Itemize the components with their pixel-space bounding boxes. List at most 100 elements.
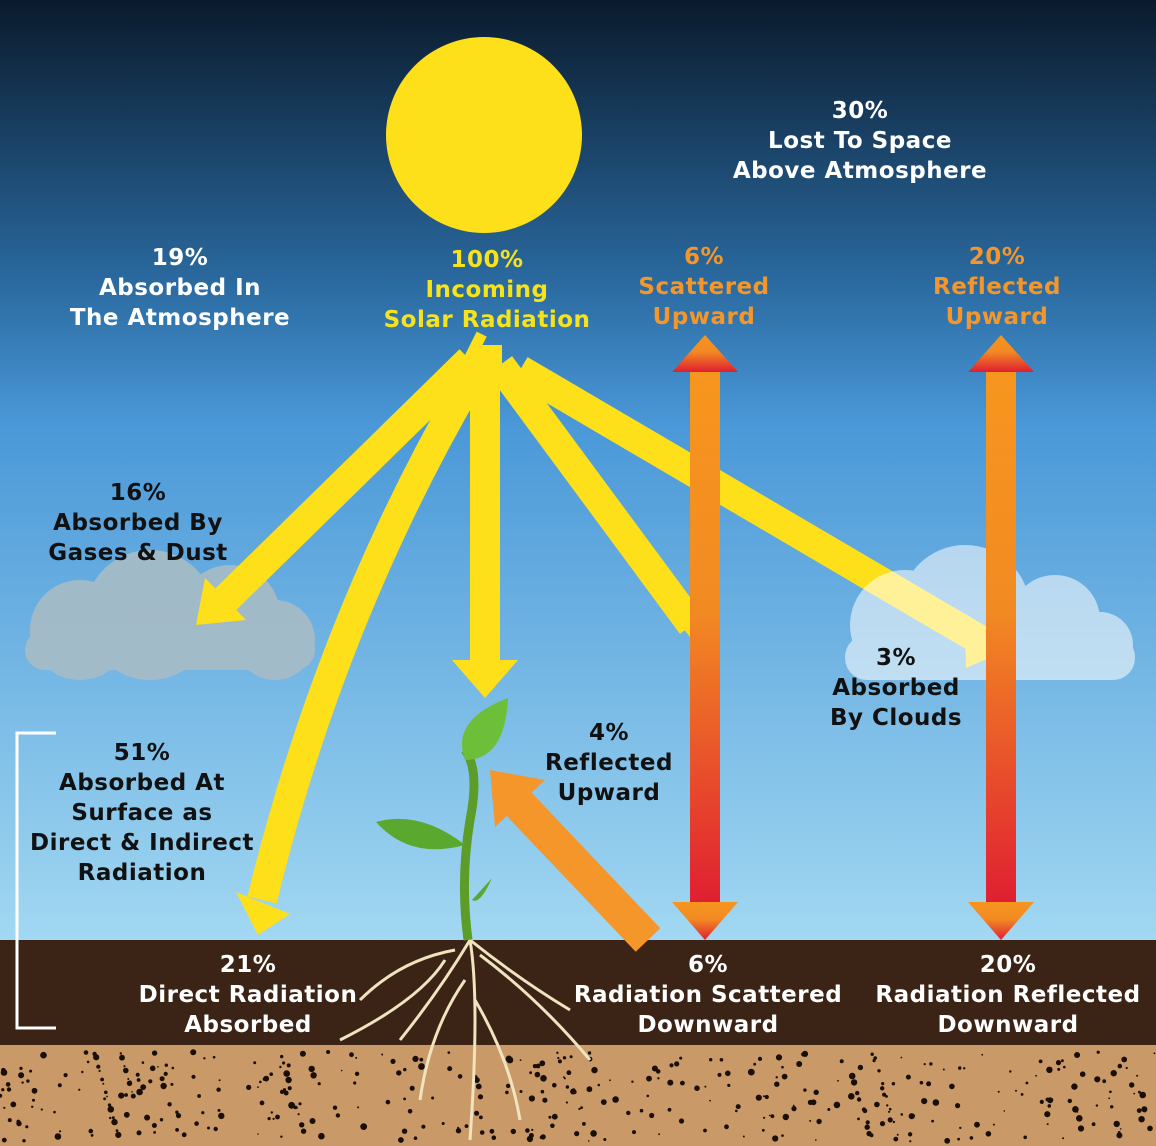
ground-dot <box>1063 1065 1066 1069</box>
ground-dot <box>709 1099 711 1102</box>
ground-dot <box>848 1072 856 1080</box>
ground-dot <box>556 1051 559 1055</box>
ground-dot <box>569 1055 573 1059</box>
ground-dot <box>357 1106 360 1109</box>
ground-dot <box>355 1056 358 1059</box>
ground-dot <box>781 1134 784 1137</box>
ground-dot <box>1072 1106 1079 1113</box>
ground-dot <box>126 1080 133 1087</box>
ground-dot <box>929 1062 933 1066</box>
ground-dot <box>1091 1122 1096 1127</box>
ground-dot <box>1108 1097 1111 1100</box>
ground-dot <box>419 1057 424 1062</box>
ground-dot <box>100 1077 104 1082</box>
ground-dot <box>175 1110 179 1114</box>
ground-dot <box>88 1128 94 1134</box>
ground-dot <box>164 1063 168 1067</box>
ground-dot <box>879 1121 886 1127</box>
ground-dot <box>349 1052 354 1058</box>
ground-dot <box>7 1118 12 1123</box>
ground-dot <box>299 1050 306 1057</box>
ground-dot <box>557 1059 562 1064</box>
ground-dot <box>477 1094 484 1100</box>
ground-dot <box>719 1058 724 1062</box>
ground-dot <box>919 1080 924 1085</box>
ground-dot <box>505 1090 509 1095</box>
ground-dot <box>574 1131 580 1137</box>
ground-dot <box>270 1111 273 1114</box>
ground-dot <box>1035 1074 1037 1077</box>
ground-dot <box>958 1066 962 1070</box>
ground-dot <box>140 1084 147 1090</box>
ground-dot <box>709 1058 713 1062</box>
ground-dot <box>53 1110 56 1114</box>
ground-dot <box>761 1128 765 1132</box>
reflected-arrow <box>490 770 661 952</box>
ground-dot <box>1076 1115 1083 1122</box>
ground-dot <box>217 1108 221 1112</box>
ground-dot <box>566 1070 572 1076</box>
ground-dot <box>3 1106 6 1109</box>
ground-dot <box>475 1083 482 1090</box>
ground-dot <box>667 1079 674 1086</box>
ground-dot <box>646 1094 650 1098</box>
ground-dot <box>562 1056 567 1060</box>
ground-dot <box>1125 1066 1128 1070</box>
ground-dot <box>22 1139 26 1143</box>
ground-dot <box>413 1136 418 1140</box>
ground-dot <box>279 1065 282 1069</box>
ground-dot <box>992 1123 995 1126</box>
ground-dots <box>0 1049 1156 1144</box>
ground-dot <box>839 1059 844 1064</box>
ground-dot <box>130 1093 136 1099</box>
ground-dot <box>194 1121 199 1126</box>
ground-dot <box>1077 1125 1085 1132</box>
ground-dot <box>724 1124 729 1130</box>
ground-dot <box>612 1096 619 1103</box>
ground-dot <box>218 1112 225 1120</box>
ground-dot <box>763 1116 766 1119</box>
ground-dot <box>111 1116 115 1120</box>
ground-dot <box>6 1087 12 1092</box>
ground-dot <box>136 1088 143 1096</box>
ground-dot <box>856 1097 862 1102</box>
ground-dot <box>455 1128 462 1134</box>
ground-dot <box>850 1079 858 1086</box>
ground-dot <box>98 1069 101 1072</box>
ground-dot <box>90 1134 94 1137</box>
ground-dot <box>586 1086 593 1093</box>
ground-dot <box>272 1117 275 1120</box>
ground-dot <box>1109 1090 1112 1094</box>
ground-dot <box>891 1082 896 1086</box>
ground-dot <box>418 1063 425 1070</box>
ground-dot <box>1136 1074 1139 1077</box>
ground-dot <box>591 1066 598 1074</box>
ground-dot <box>144 1114 151 1121</box>
ground-dot <box>572 1089 577 1095</box>
ground-dot <box>326 1050 331 1054</box>
ground-dot <box>151 1123 157 1128</box>
ground-dot <box>981 1053 984 1056</box>
ground-dot <box>119 1054 125 1061</box>
ground-dot <box>360 1123 368 1130</box>
ground-dot <box>32 1098 35 1102</box>
ground-dot <box>597 1083 601 1087</box>
ground-dot <box>600 1099 607 1105</box>
ground-dot <box>207 1126 210 1130</box>
ground-dot <box>747 1068 755 1076</box>
ground-dot <box>896 1133 899 1136</box>
ground-dot <box>557 1056 560 1060</box>
ground-dot <box>103 1097 106 1101</box>
ground-dot <box>944 1137 951 1144</box>
ground-dot <box>474 1110 480 1116</box>
ground-dot <box>900 1056 903 1059</box>
ground-dot <box>809 1119 812 1122</box>
ground-dot <box>1055 1060 1062 1066</box>
ground-dot <box>651 1065 658 1072</box>
ground-dot <box>932 1099 940 1106</box>
ground-dot <box>262 1077 267 1081</box>
ground-dot <box>287 1086 292 1091</box>
ground-dot <box>340 1069 343 1072</box>
